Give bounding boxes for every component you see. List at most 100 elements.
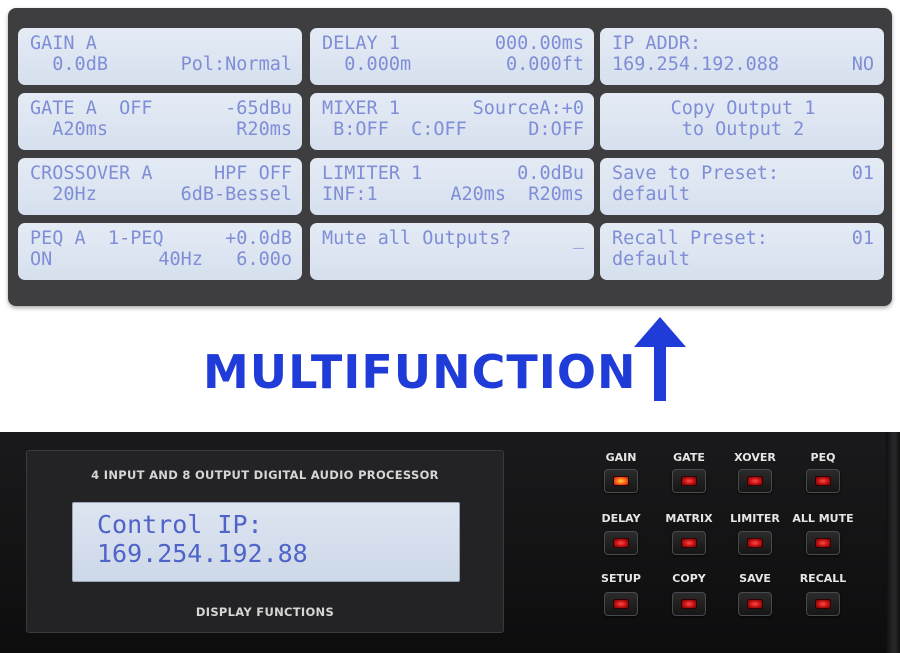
rack-ear	[886, 432, 900, 653]
limiter-button[interactable]	[738, 531, 772, 555]
button-label-delay: DELAY	[601, 512, 641, 525]
led-indicator-icon	[815, 538, 831, 548]
lcd-cell-line: DELAY 1 000.00ms	[322, 33, 584, 54]
save-button[interactable]	[738, 592, 772, 616]
lcd-cell-gain: GAIN A 0.0dB Pol:Normal	[18, 28, 302, 85]
recall-button[interactable]	[806, 592, 840, 616]
button-label-all-mute: ALL MUTE	[792, 512, 854, 525]
delay-button[interactable]	[604, 531, 638, 555]
lcd-text-left: A20ms	[30, 119, 108, 140]
lcd-cell-line: IP ADDR:	[612, 33, 874, 54]
lcd-cell-line: Copy Output 1	[612, 98, 874, 119]
device-title: 4 INPUT AND 8 OUTPUT DIGITAL AUDIO PROCE…	[91, 468, 439, 482]
lcd-text-right: +0.0dB	[225, 228, 292, 249]
lcd-cell-gate: GATE A OFF -65dBu A20ms R20ms	[18, 93, 302, 150]
display-caption: DISPLAY FUNCTIONS	[195, 605, 335, 619]
lcd-text-right: 0.0dBu	[517, 163, 584, 184]
lcd-text-right: -65dBu	[225, 98, 292, 119]
lcd-text-right: Pol:Normal	[180, 54, 292, 75]
led-indicator-icon	[613, 476, 629, 486]
lcd-cell-line: 20Hz 6dB-Bessel	[30, 184, 292, 205]
lcd-cell-ip-addr: IP ADDR:169.254.192.088 NO	[600, 28, 884, 85]
lcd-text-left: Copy Output 1	[670, 98, 816, 119]
button-label-gate: GATE	[673, 451, 705, 464]
lcd-line-1: Control IP:	[97, 510, 263, 539]
lcd-cell-delay: DELAY 1 000.00ms 0.000m 0.000ft	[310, 28, 594, 85]
peq-button[interactable]	[806, 469, 840, 493]
lcd-text-left: CROSSOVER A	[30, 163, 153, 184]
lcd-text-right: 000.00ms	[494, 33, 584, 54]
xover-button[interactable]	[738, 469, 772, 493]
device-lcd-screen: Control IP:169.254.192.88	[72, 502, 460, 582]
lcd-text-right: A20ms R20ms	[450, 184, 584, 205]
lcd-text-left: 0.0dB	[30, 54, 108, 75]
lcd-text-left: Recall Preset:	[612, 228, 768, 249]
lcd-cell-line: MIXER 1 SourceA:+0	[322, 98, 584, 119]
lcd-cell-line: Save to Preset:01	[612, 163, 874, 184]
lcd-text-left: 0.000m	[322, 54, 412, 75]
lcd-line-2: 169.254.192.88	[97, 539, 308, 568]
lcd-cell-line: CROSSOVER A HPF OFF	[30, 163, 292, 184]
lcd-text-right: _	[572, 228, 584, 249]
setup-button[interactable]	[604, 592, 638, 616]
button-label-limiter: LIMITER	[730, 512, 780, 525]
lcd-cell-line: default	[612, 249, 874, 270]
lcd-text-right: SourceA:+0	[472, 98, 584, 119]
lcd-text-right: 0.000ft	[506, 54, 584, 75]
lcd-text-left: to Output 2	[681, 119, 805, 140]
led-indicator-icon	[747, 476, 763, 486]
up-arrow-icon	[634, 317, 686, 401]
led-indicator-icon	[681, 599, 697, 609]
lcd-cell-line: default	[612, 184, 874, 205]
lcd-cell-line: to Output 2	[612, 119, 874, 140]
lcd-text-left: DELAY 1	[322, 33, 400, 54]
button-label-save: SAVE	[739, 572, 771, 585]
lcd-cell-line: 169.254.192.088 NO	[612, 54, 874, 75]
lcd-cell-mute: Mute all Outputs? _	[310, 223, 594, 280]
lcd-function-grid: GAIN A 0.0dB Pol:Normal DELAY 1 000.00ms 0.…	[8, 8, 892, 306]
lcd-cell-line: INF:1 A20ms R20ms	[322, 184, 584, 205]
lcd-text-left: Mute all Outputs?	[322, 228, 512, 249]
lcd-text-left: GATE A OFF	[30, 98, 153, 119]
copy-button[interactable]	[672, 592, 706, 616]
led-indicator-icon	[815, 476, 831, 486]
button-label-matrix: MATRIX	[665, 512, 713, 525]
lcd-text-left: 169.254.192.088	[612, 54, 780, 75]
lcd-text-right: D:OFF	[528, 119, 584, 140]
gate-button[interactable]	[672, 469, 706, 493]
lcd-cell-line: 0.0dB Pol:Normal	[30, 54, 292, 75]
lcd-text-left: INF:1	[322, 184, 378, 205]
all-mute-button[interactable]	[806, 531, 840, 555]
lcd-text-left: default	[612, 249, 690, 270]
lcd-text-right: NO	[851, 54, 874, 75]
led-indicator-icon	[681, 476, 697, 486]
button-label-copy: COPY	[672, 572, 706, 585]
lcd-text-right: 6dB-Bessel	[180, 184, 292, 205]
lcd-text-right: R20ms	[236, 119, 292, 140]
multifunction-headline: MULTIFUNCTION	[203, 345, 637, 399]
gain-button[interactable]	[604, 469, 638, 493]
button-label-peq: PEQ	[810, 451, 836, 464]
led-indicator-icon	[613, 538, 629, 548]
lcd-text-right: 40Hz 6.00o	[158, 249, 292, 270]
lcd-cell-line: A20ms R20ms	[30, 119, 292, 140]
lcd-cell-line: Mute all Outputs? _	[322, 228, 584, 249]
lcd-cell-line: GAIN A	[30, 33, 292, 54]
lcd-cell-crossover: CROSSOVER A HPF OFF 20Hz 6dB-Bessel	[18, 158, 302, 215]
lcd-text-left: MIXER 1	[322, 98, 400, 119]
lcd-text-left: Save to Preset:	[612, 163, 780, 184]
lcd-text-right: 01	[851, 228, 874, 249]
lcd-cell-recall: Recall Preset: 01 default	[600, 223, 884, 280]
lcd-text-right: HPF OFF	[214, 163, 292, 184]
lcd-text-left: default	[612, 184, 690, 205]
led-indicator-icon	[747, 538, 763, 548]
lcd-cell-line: PEQ A 1-PEQ+0.0dB	[30, 228, 292, 249]
lcd-text-left: 20Hz	[30, 184, 97, 205]
matrix-button[interactable]	[672, 531, 706, 555]
